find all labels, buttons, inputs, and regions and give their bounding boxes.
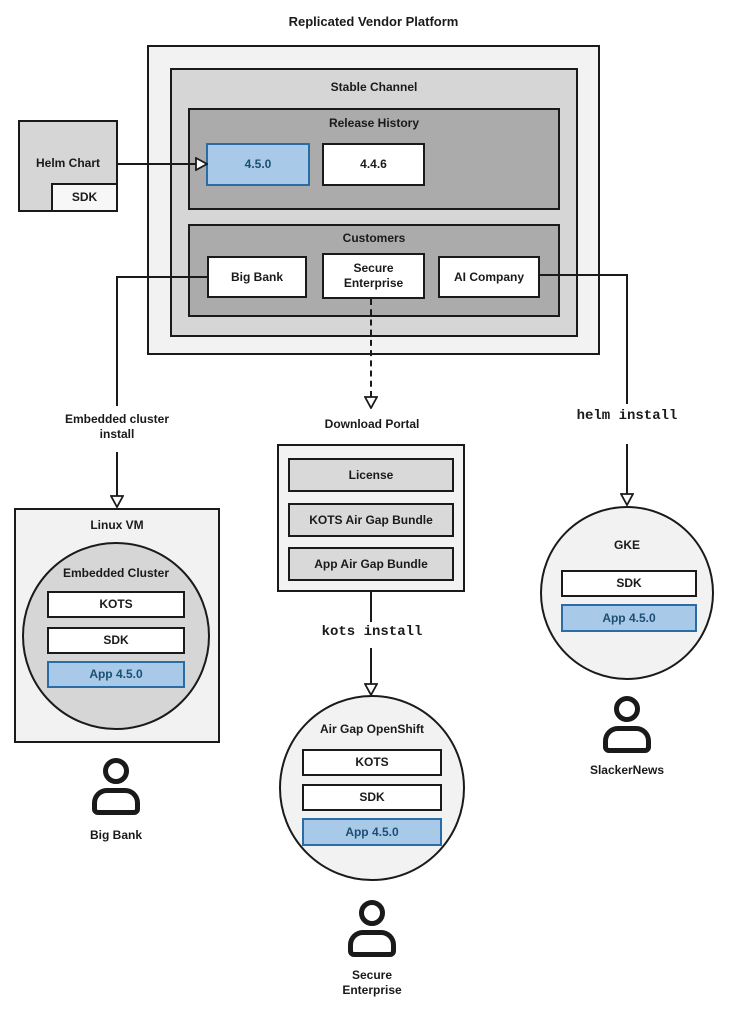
linux-vm-label: Linux VM bbox=[90, 518, 144, 532]
diagram-title: Replicated Vendor Platform bbox=[288, 14, 459, 29]
secure-enterprise-dashed-line bbox=[370, 299, 372, 397]
gke-app-box: App 4.5.0 bbox=[561, 604, 697, 632]
arrowhead-down-icon bbox=[364, 396, 378, 409]
helm-chart-sdk-box: SDK bbox=[51, 183, 118, 212]
customer-secure-enterprise-box: Secure Enterprise bbox=[322, 253, 425, 299]
customer-big-bank-box: Big Bank bbox=[207, 256, 307, 298]
embedded-cluster-install-label: Embedded cluster install bbox=[64, 412, 170, 441]
download-portal-label: Download Portal bbox=[324, 417, 420, 431]
sdk-label: SDK bbox=[616, 576, 642, 590]
helm-install-arrow-line bbox=[626, 444, 628, 494]
kots-air-gap-bundle-box: KOTS Air Gap Bundle bbox=[288, 503, 454, 537]
kots-label: KOTS bbox=[355, 755, 389, 769]
openshift-app-box: App 4.5.0 bbox=[302, 818, 442, 846]
arrowhead-down-icon bbox=[364, 683, 378, 696]
secure-enterprise-user-icon bbox=[348, 900, 396, 957]
air-gap-openshift-label: Air Gap OpenShift bbox=[319, 722, 424, 736]
customer-big-bank-label: Big Bank bbox=[230, 269, 283, 284]
customer-ai-company-label: AI Company bbox=[453, 269, 524, 284]
customer-ai-company-box: AI Company bbox=[438, 256, 540, 298]
app-version-label: App 4.5.0 bbox=[89, 667, 143, 681]
kots-install-label: kots install bbox=[321, 624, 423, 640]
helm-chart-label: Helm Chart bbox=[35, 156, 100, 170]
person-head-icon bbox=[614, 696, 640, 722]
slackernews-user-icon bbox=[603, 696, 651, 753]
openshift-sdk-box: SDK bbox=[302, 784, 442, 811]
app-air-gap-bundle-box: App Air Gap Bundle bbox=[288, 547, 454, 581]
openshift-kots-box: KOTS bbox=[302, 749, 442, 776]
arrowhead-down-icon bbox=[620, 493, 634, 506]
kots-install-arrow-line bbox=[370, 648, 372, 684]
embedded-cluster-label: Embedded Cluster bbox=[62, 566, 170, 580]
release-450-box: 4.5.0 bbox=[206, 143, 310, 186]
app-version-label: App 4.5.0 bbox=[345, 824, 399, 839]
person-head-icon bbox=[359, 900, 385, 926]
customers-label: Customers bbox=[342, 231, 406, 245]
person-body-icon bbox=[348, 930, 396, 957]
linux-vm-app-box: App 4.5.0 bbox=[47, 661, 185, 688]
stable-channel-label: Stable Channel bbox=[330, 80, 418, 94]
helm-chart-sdk-label: SDK bbox=[71, 190, 98, 204]
person-body-icon bbox=[603, 726, 651, 753]
sdk-label: SDK bbox=[359, 790, 385, 804]
secure-enterprise-user-label: Secure Enterprise bbox=[342, 968, 402, 997]
app-version-label: App 4.5.0 bbox=[602, 610, 656, 625]
slackernews-user-label: SlackerNews bbox=[589, 763, 665, 777]
person-body-icon bbox=[92, 788, 140, 815]
kots-air-gap-bundle-label: KOTS Air Gap Bundle bbox=[309, 512, 433, 527]
sdk-label: SDK bbox=[103, 633, 129, 647]
release-history-label: Release History bbox=[328, 116, 420, 130]
person-head-icon bbox=[103, 758, 129, 784]
linux-vm-kots-box: KOTS bbox=[47, 591, 185, 618]
embedded-install-arrow-line bbox=[116, 452, 118, 496]
ai-company-connector-v bbox=[626, 274, 628, 404]
license-box: License bbox=[288, 458, 454, 492]
app-air-gap-bundle-label: App Air Gap Bundle bbox=[314, 556, 428, 571]
ai-company-connector-h bbox=[538, 274, 628, 276]
helm-install-label: helm install bbox=[576, 408, 678, 424]
big-bank-user-label: Big Bank bbox=[89, 828, 142, 842]
license-label: License bbox=[348, 467, 394, 482]
gke-sdk-box: SDK bbox=[561, 570, 697, 597]
release-446-label: 4.4.6 bbox=[360, 157, 387, 171]
customer-secure-enterprise-label: Secure Enterprise bbox=[343, 261, 404, 290]
release-446-box: 4.4.6 bbox=[322, 143, 425, 186]
big-bank-connector-v bbox=[116, 276, 118, 406]
portal-to-install-line bbox=[370, 592, 372, 622]
big-bank-user-icon bbox=[92, 758, 140, 815]
big-bank-connector-h bbox=[117, 276, 207, 278]
gke-label: GKE bbox=[613, 538, 640, 552]
helm-to-release-line bbox=[118, 163, 196, 165]
kots-label: KOTS bbox=[99, 597, 133, 611]
release-450-label: 4.5.0 bbox=[244, 157, 272, 171]
arrowhead-right-icon bbox=[195, 157, 208, 171]
linux-vm-sdk-box: SDK bbox=[47, 627, 185, 654]
arrowhead-down-icon bbox=[110, 495, 124, 508]
